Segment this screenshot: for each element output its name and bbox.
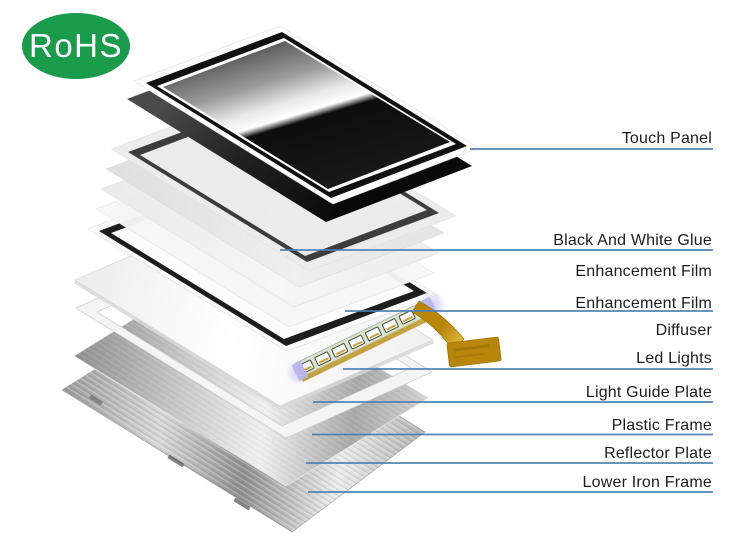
layer-touch-panel xyxy=(133,25,480,205)
iron-frame-slot xyxy=(89,394,251,511)
rohs-badge-label: RoHS xyxy=(28,27,124,64)
led-strip-endcap xyxy=(292,361,308,381)
rohs-badge: RoHS xyxy=(22,13,130,79)
led-strip xyxy=(284,289,502,387)
leader-lines xyxy=(280,148,713,493)
fpc-pad xyxy=(446,336,502,368)
